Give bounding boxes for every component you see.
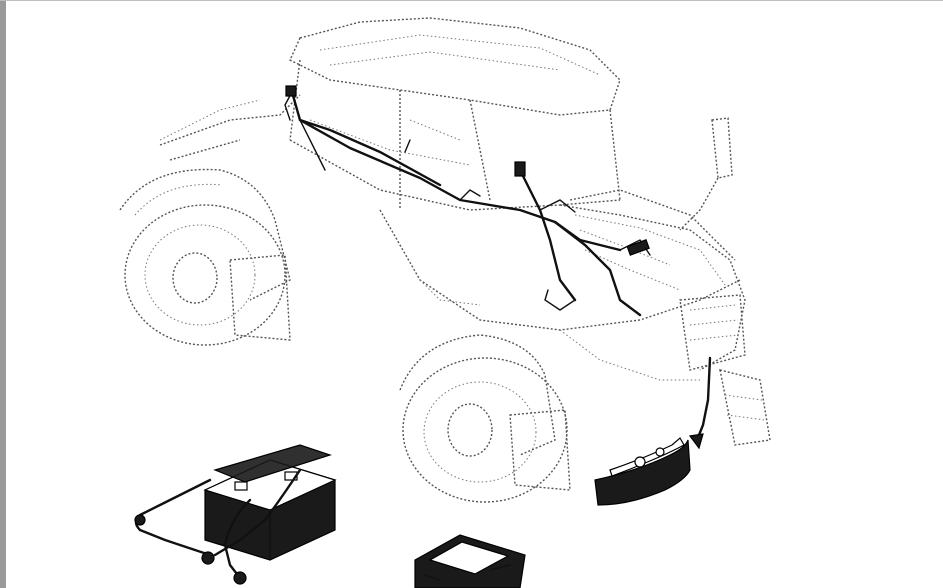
left-border bbox=[0, 0, 6, 588]
top-border bbox=[0, 0, 943, 1]
battery-cables bbox=[134, 468, 302, 585]
tractor-body bbox=[119, 17, 771, 503]
main-harness bbox=[284, 85, 651, 317]
callout-arrow bbox=[688, 356, 712, 450]
control-module bbox=[414, 534, 526, 588]
front-lamp-cluster bbox=[594, 437, 691, 506]
